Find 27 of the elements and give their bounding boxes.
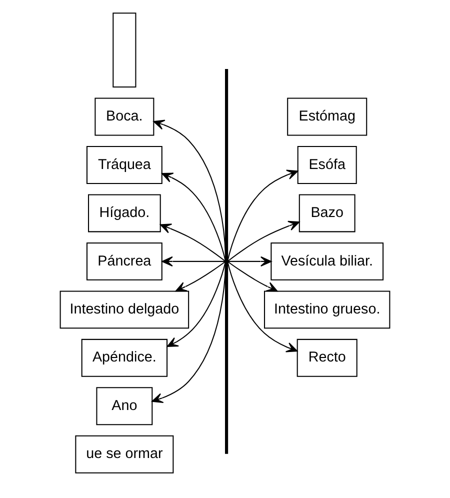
node-box: Apéndice.	[81, 338, 168, 376]
arrow	[160, 223, 226, 262]
arrow	[227, 169, 298, 261]
node-box: Boca.	[94, 97, 154, 136]
node-box: Hígado.	[88, 194, 161, 232]
arrow	[227, 260, 298, 352]
node-bar	[225, 68, 228, 454]
arrow	[153, 119, 226, 258]
node-box: Intestino grueso.	[264, 290, 390, 328]
arrow	[162, 172, 226, 261]
node-box: Esófa	[297, 146, 357, 184]
node-box: Páncrea	[86, 242, 162, 280]
arrow	[166, 260, 226, 347]
arrow	[175, 260, 226, 292]
arrow	[227, 220, 300, 262]
node-box: Ano	[96, 386, 153, 425]
node-box: Tráquea	[86, 146, 162, 184]
node-box: Intestino delgado	[60, 290, 190, 328]
node-box: Bazo	[298, 194, 356, 232]
node-box: Recto	[296, 338, 358, 376]
arrow	[227, 260, 278, 292]
arrow	[228, 256, 272, 266]
arrow	[162, 256, 226, 266]
node-box	[112, 12, 136, 87]
node-box: Estómag	[287, 97, 368, 136]
node-box: ue se ormar	[75, 434, 174, 473]
node-box: Vesícula biliar.	[270, 242, 384, 280]
